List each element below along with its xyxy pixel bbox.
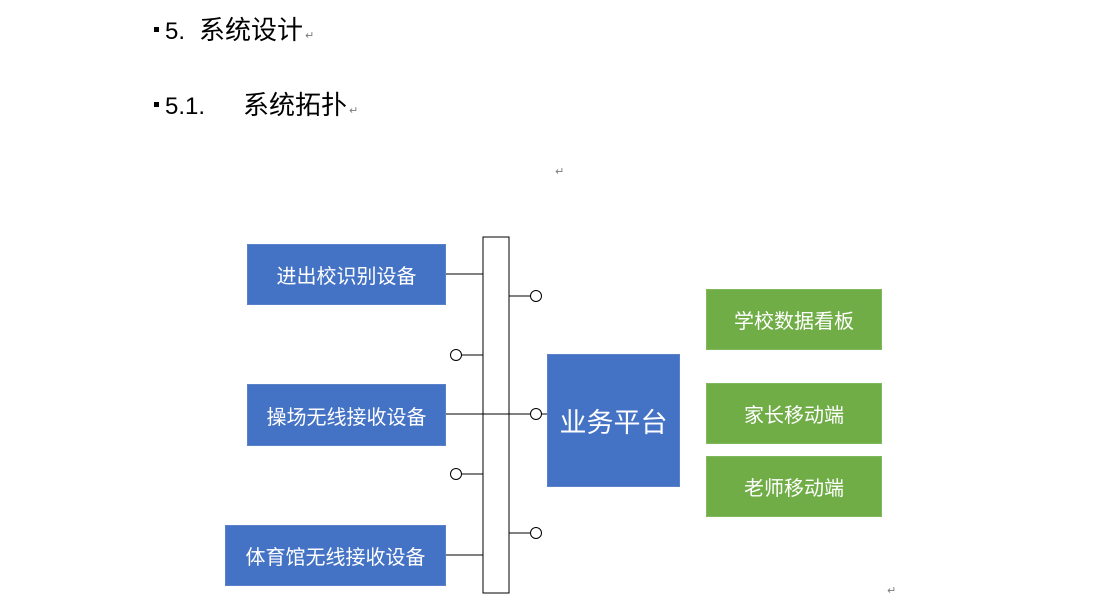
connector-node [530, 408, 542, 420]
paragraph-mark-icon: ↵ [887, 584, 897, 597]
heading-bullet [154, 102, 159, 107]
heading-system-topology: 5.1. 系统拓扑 ↵ [154, 85, 358, 122]
device-gym-wireless-receiver: 体育馆无线接收设备 [225, 525, 446, 586]
client-parent-mobile: 家长移动端 [706, 383, 882, 444]
heading-system-design: 5. 系统设计 ↵ [154, 10, 314, 47]
client-teacher-mobile: 老师移动端 [706, 456, 882, 517]
heading-text: 系统设计 [199, 16, 304, 46]
device-entry-exit-recognition: 进出校识别设备 [247, 244, 446, 305]
heading-number: 5. [165, 18, 186, 45]
paragraph-mark-icon: ↵ [555, 165, 565, 178]
connector-node [450, 468, 462, 480]
paragraph-mark-icon: ↵ [305, 29, 315, 42]
connector-node [450, 349, 462, 361]
heading-text: 系统拓扑 [243, 91, 348, 121]
heading-number: 5.1. [165, 93, 206, 120]
client-school-dashboard: 学校数据看板 [706, 289, 882, 350]
connector-node [530, 290, 542, 302]
business-platform: 业务平台 [547, 354, 680, 487]
bus-bar [482, 236, 510, 594]
paragraph-mark-icon: ↵ [349, 104, 359, 117]
heading-bullet [154, 27, 159, 32]
device-playground-wireless-receiver: 操场无线接收设备 [247, 384, 446, 446]
connector-node [530, 527, 542, 539]
